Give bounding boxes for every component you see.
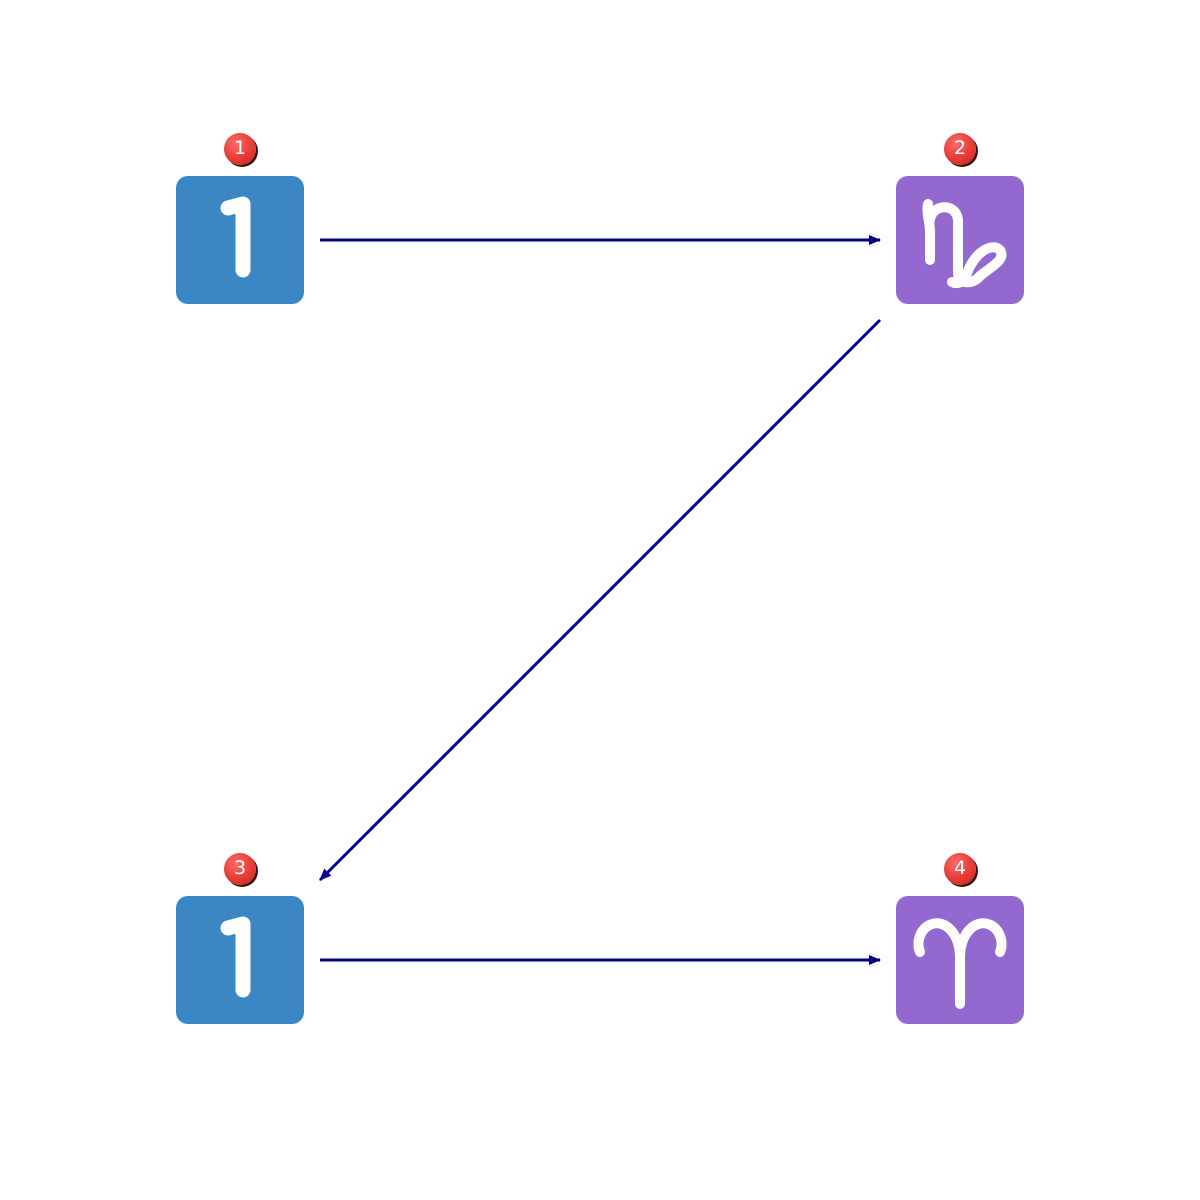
capricorn-icon: [922, 199, 1007, 289]
node-2-tile[interactable]: [896, 176, 1024, 304]
edge-2-to-3: [318, 318, 882, 882]
node-4-tile[interactable]: [896, 896, 1024, 1024]
node-3-badge: 3: [224, 853, 256, 885]
node-2-badge: 2: [944, 133, 976, 165]
node-3-tile[interactable]: [176, 896, 304, 1024]
node-1-tile[interactable]: [176, 176, 304, 304]
keycap-digit-one-icon: [220, 916, 251, 998]
node-1-badge: 1: [224, 133, 256, 165]
aries-icon: [913, 918, 1007, 1009]
keycap-digit-one-icon: [220, 196, 251, 278]
edges-layer: [318, 235, 882, 965]
node-4-badge: 4: [944, 853, 976, 885]
